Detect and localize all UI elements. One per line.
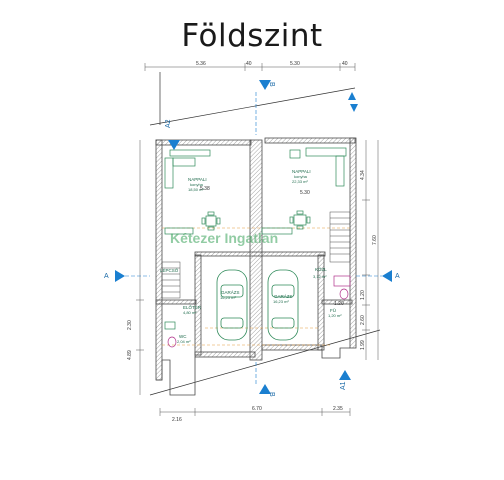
section-marker-a2-top-icon (168, 140, 180, 150)
dim-right-1: 4.34 (360, 170, 366, 180)
room-hall-right-name: KÖZL (315, 266, 327, 272)
stairs-right (329, 211, 351, 263)
car-right-icon (267, 269, 299, 341)
room-hall-area: 4,80 m² (183, 310, 197, 315)
marker-right-top-icon (348, 92, 358, 112)
left-dimension-line (136, 140, 144, 395)
dining-table-right (289, 210, 311, 230)
room-hall-right-area: 3,12 m² (313, 274, 327, 279)
section-label-b-top: B (268, 82, 275, 87)
section-label-a1-bottom: A1 (340, 381, 347, 390)
section-marker-a-left-icon (115, 270, 150, 282)
room-wc-name: WC (179, 334, 187, 339)
dim-left-1: 2.30 (127, 320, 133, 330)
dim-bottom-1: 2.16 (172, 417, 182, 423)
top-dimension-line (144, 63, 356, 71)
room-bath-small-name: FÜ (330, 307, 336, 313)
dim-inner-3: 1.20 (334, 301, 344, 307)
section-label-a2-top: A2 (165, 119, 172, 128)
room-wc-area: 2,04 m² (177, 339, 191, 344)
toilet-right-icon (333, 275, 351, 300)
right-dimension-line (362, 140, 379, 360)
dim-right-4: 2.60 (360, 315, 366, 325)
section-marker-a1-bottom-icon (339, 370, 351, 380)
page-title: Földszint (181, 18, 323, 54)
room-hall-name: ELŐTÉR (183, 304, 202, 310)
room-garage-right-name: GARÁZS (274, 293, 293, 299)
dim-right-5: 1.99 (360, 340, 366, 350)
car-left-icon (216, 269, 248, 341)
room-garage-left-name: GARÁZS (221, 289, 240, 295)
dim-top-2: 5.30 (290, 61, 300, 67)
section-label-b-bottom: B (268, 392, 275, 397)
room-living-right-area: 22,33 m² (292, 179, 308, 184)
watermark-text: Kétezer Ingatlan (170, 230, 278, 246)
section-marker-a-right-icon (356, 270, 392, 282)
sink-left-icon (164, 321, 176, 330)
room-living-left-name: NAPPALI (188, 177, 207, 182)
room-stairs-left-name: LÉPCSŐ (160, 267, 179, 273)
dim-right-3: 1.20 (360, 290, 366, 300)
dim-left-2: 4.89 (127, 350, 133, 360)
dim-bottom-2: 6.70 (252, 406, 262, 412)
dim-top-3: 40 (246, 61, 252, 67)
bottom-dimension-line (159, 408, 351, 416)
dim-inner-1: 5.38 (200, 186, 210, 192)
sofa-left (164, 149, 211, 189)
section-label-a-left: A (104, 273, 109, 280)
room-living-left-area: 18,50 m² (188, 187, 204, 192)
section-marker-b-top-icon (255, 80, 271, 135)
sofa-right (289, 147, 347, 187)
room-bath-small-area: 1,20 m² (328, 313, 342, 318)
dim-right-2: 7.60 (372, 235, 378, 245)
room-living-right-name: NAPPALI (292, 169, 311, 174)
room-garage-left-area: 16,23 m² (220, 295, 236, 300)
section-marker-b-bottom-icon (255, 362, 271, 394)
building-walls (155, 137, 357, 381)
section-label-a-right: A (395, 273, 400, 280)
room-living-right-sub: konyha (294, 174, 308, 179)
room-garage-right-area: 16,23 m² (273, 299, 289, 304)
dim-inner-2: 5.30 (300, 190, 310, 196)
kitchen-counters (164, 227, 293, 235)
entrance-outline (156, 347, 350, 396)
room-living-left-sub: konyha (190, 182, 204, 187)
dim-bottom-3: 2.35 (333, 406, 343, 412)
stairs-left (161, 261, 181, 299)
toilet-left-icon (167, 336, 177, 348)
site-boundary (149, 72, 381, 396)
dim-top-1: 5.36 (196, 61, 206, 67)
dim-top-4: 40 (342, 61, 348, 67)
dining-table-left (201, 211, 221, 231)
